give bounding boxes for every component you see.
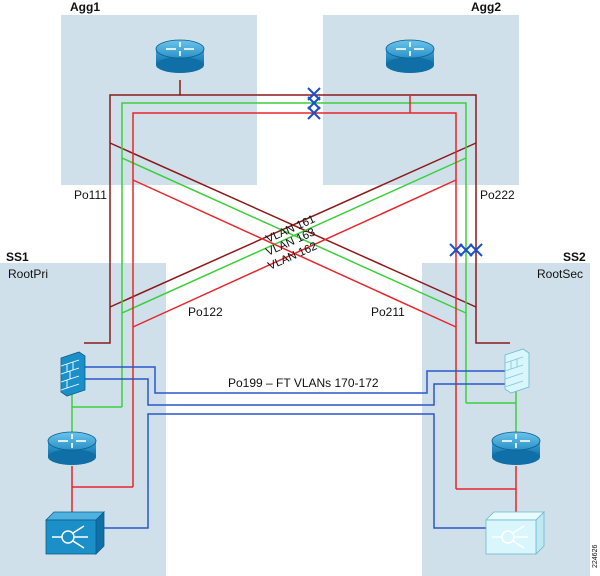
blue-ft-links [84,366,510,529]
agg1-zone [61,15,257,185]
agg1-label: Agg1 [70,0,100,14]
content-switch-icon[interactable] [45,511,105,555]
dark-red-trunk-links [84,80,510,344]
figure-id: 224626 [592,545,599,568]
agg2-label: Agg2 [471,0,501,14]
blocked-port-icon [307,87,321,120]
router-icon[interactable] [491,431,541,465]
firewall-icon[interactable] [60,351,86,397]
agg2-zone [323,15,519,185]
po199-label: Po199 – FT VLANs 170-172 [228,376,379,390]
ss2-role-label: RootSec [537,267,583,281]
red-vlan-links [71,95,517,512]
ss1-role-label: RootPri [8,267,48,281]
firewall-icon[interactable] [504,348,530,394]
blocked-port-icon [449,243,483,257]
ss1-label: SS1 [6,250,29,264]
router-icon[interactable] [155,39,205,73]
green-vlan-links [71,102,517,440]
router-icon[interactable] [47,431,97,465]
po222-label: Po222 [480,188,515,202]
po211-label: Po211 [371,305,405,319]
po111-label: Po111 [74,188,107,202]
content-switch-icon[interactable] [485,511,545,555]
router-icon[interactable] [385,39,435,73]
ss2-label: SS2 [563,250,586,264]
po122-label: Po122 [188,305,223,319]
